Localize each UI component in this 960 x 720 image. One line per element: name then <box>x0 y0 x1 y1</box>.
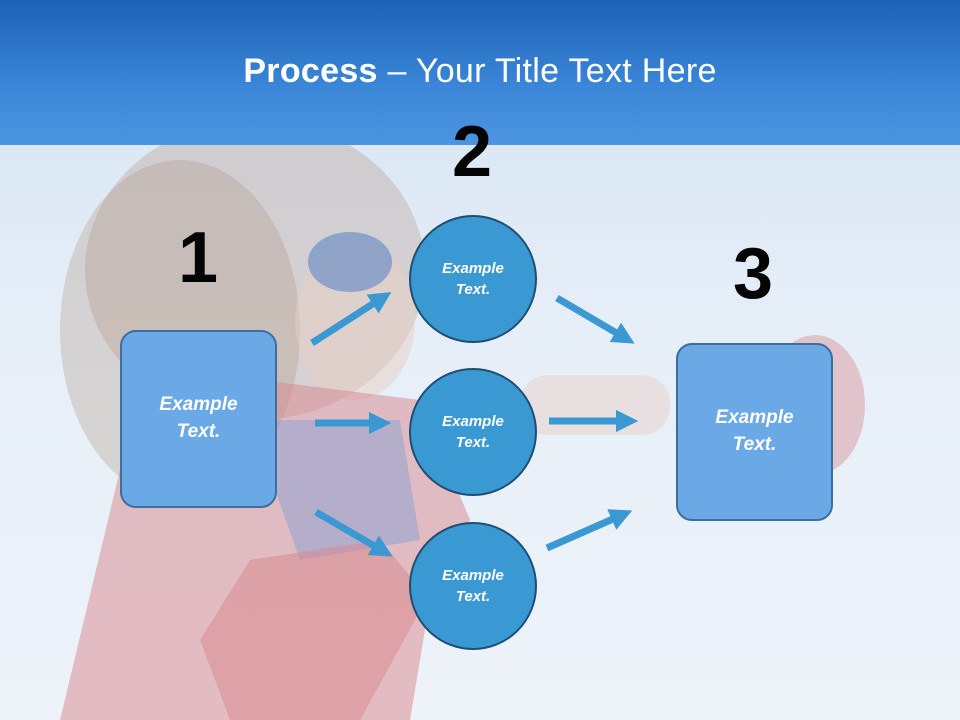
header-bar <box>0 0 960 145</box>
arrow-top-to-right <box>555 294 635 344</box>
step-number-2: 2 <box>451 112 493 192</box>
slide-title: Process – Your Title Text Here <box>0 52 960 91</box>
step-number-3: 3 <box>732 234 774 314</box>
circle-middle: Example Text. <box>409 368 537 496</box>
left-box-text: Example Text. <box>159 394 238 442</box>
right-box-text: Example Text. <box>715 407 794 455</box>
step-number-1: 1 <box>177 218 219 298</box>
circle-top: Example Text. <box>409 215 537 343</box>
arrow-left-to-bottom <box>314 508 393 557</box>
circle-middle-text: Example Text. <box>442 413 504 451</box>
circle-bottom-text: Example Text. <box>442 567 504 605</box>
circle-bottom: Example Text. <box>409 522 537 650</box>
left-box: Example Text. <box>120 330 277 508</box>
circle-top-text: Example Text. <box>442 260 504 298</box>
arrow-bottom-to-right <box>545 509 633 552</box>
title-rest: – Your Title Text Here <box>377 52 717 90</box>
right-box: Example Text. <box>676 343 833 521</box>
arrow-left-to-top <box>310 291 392 346</box>
title-bold: Process <box>243 52 378 90</box>
